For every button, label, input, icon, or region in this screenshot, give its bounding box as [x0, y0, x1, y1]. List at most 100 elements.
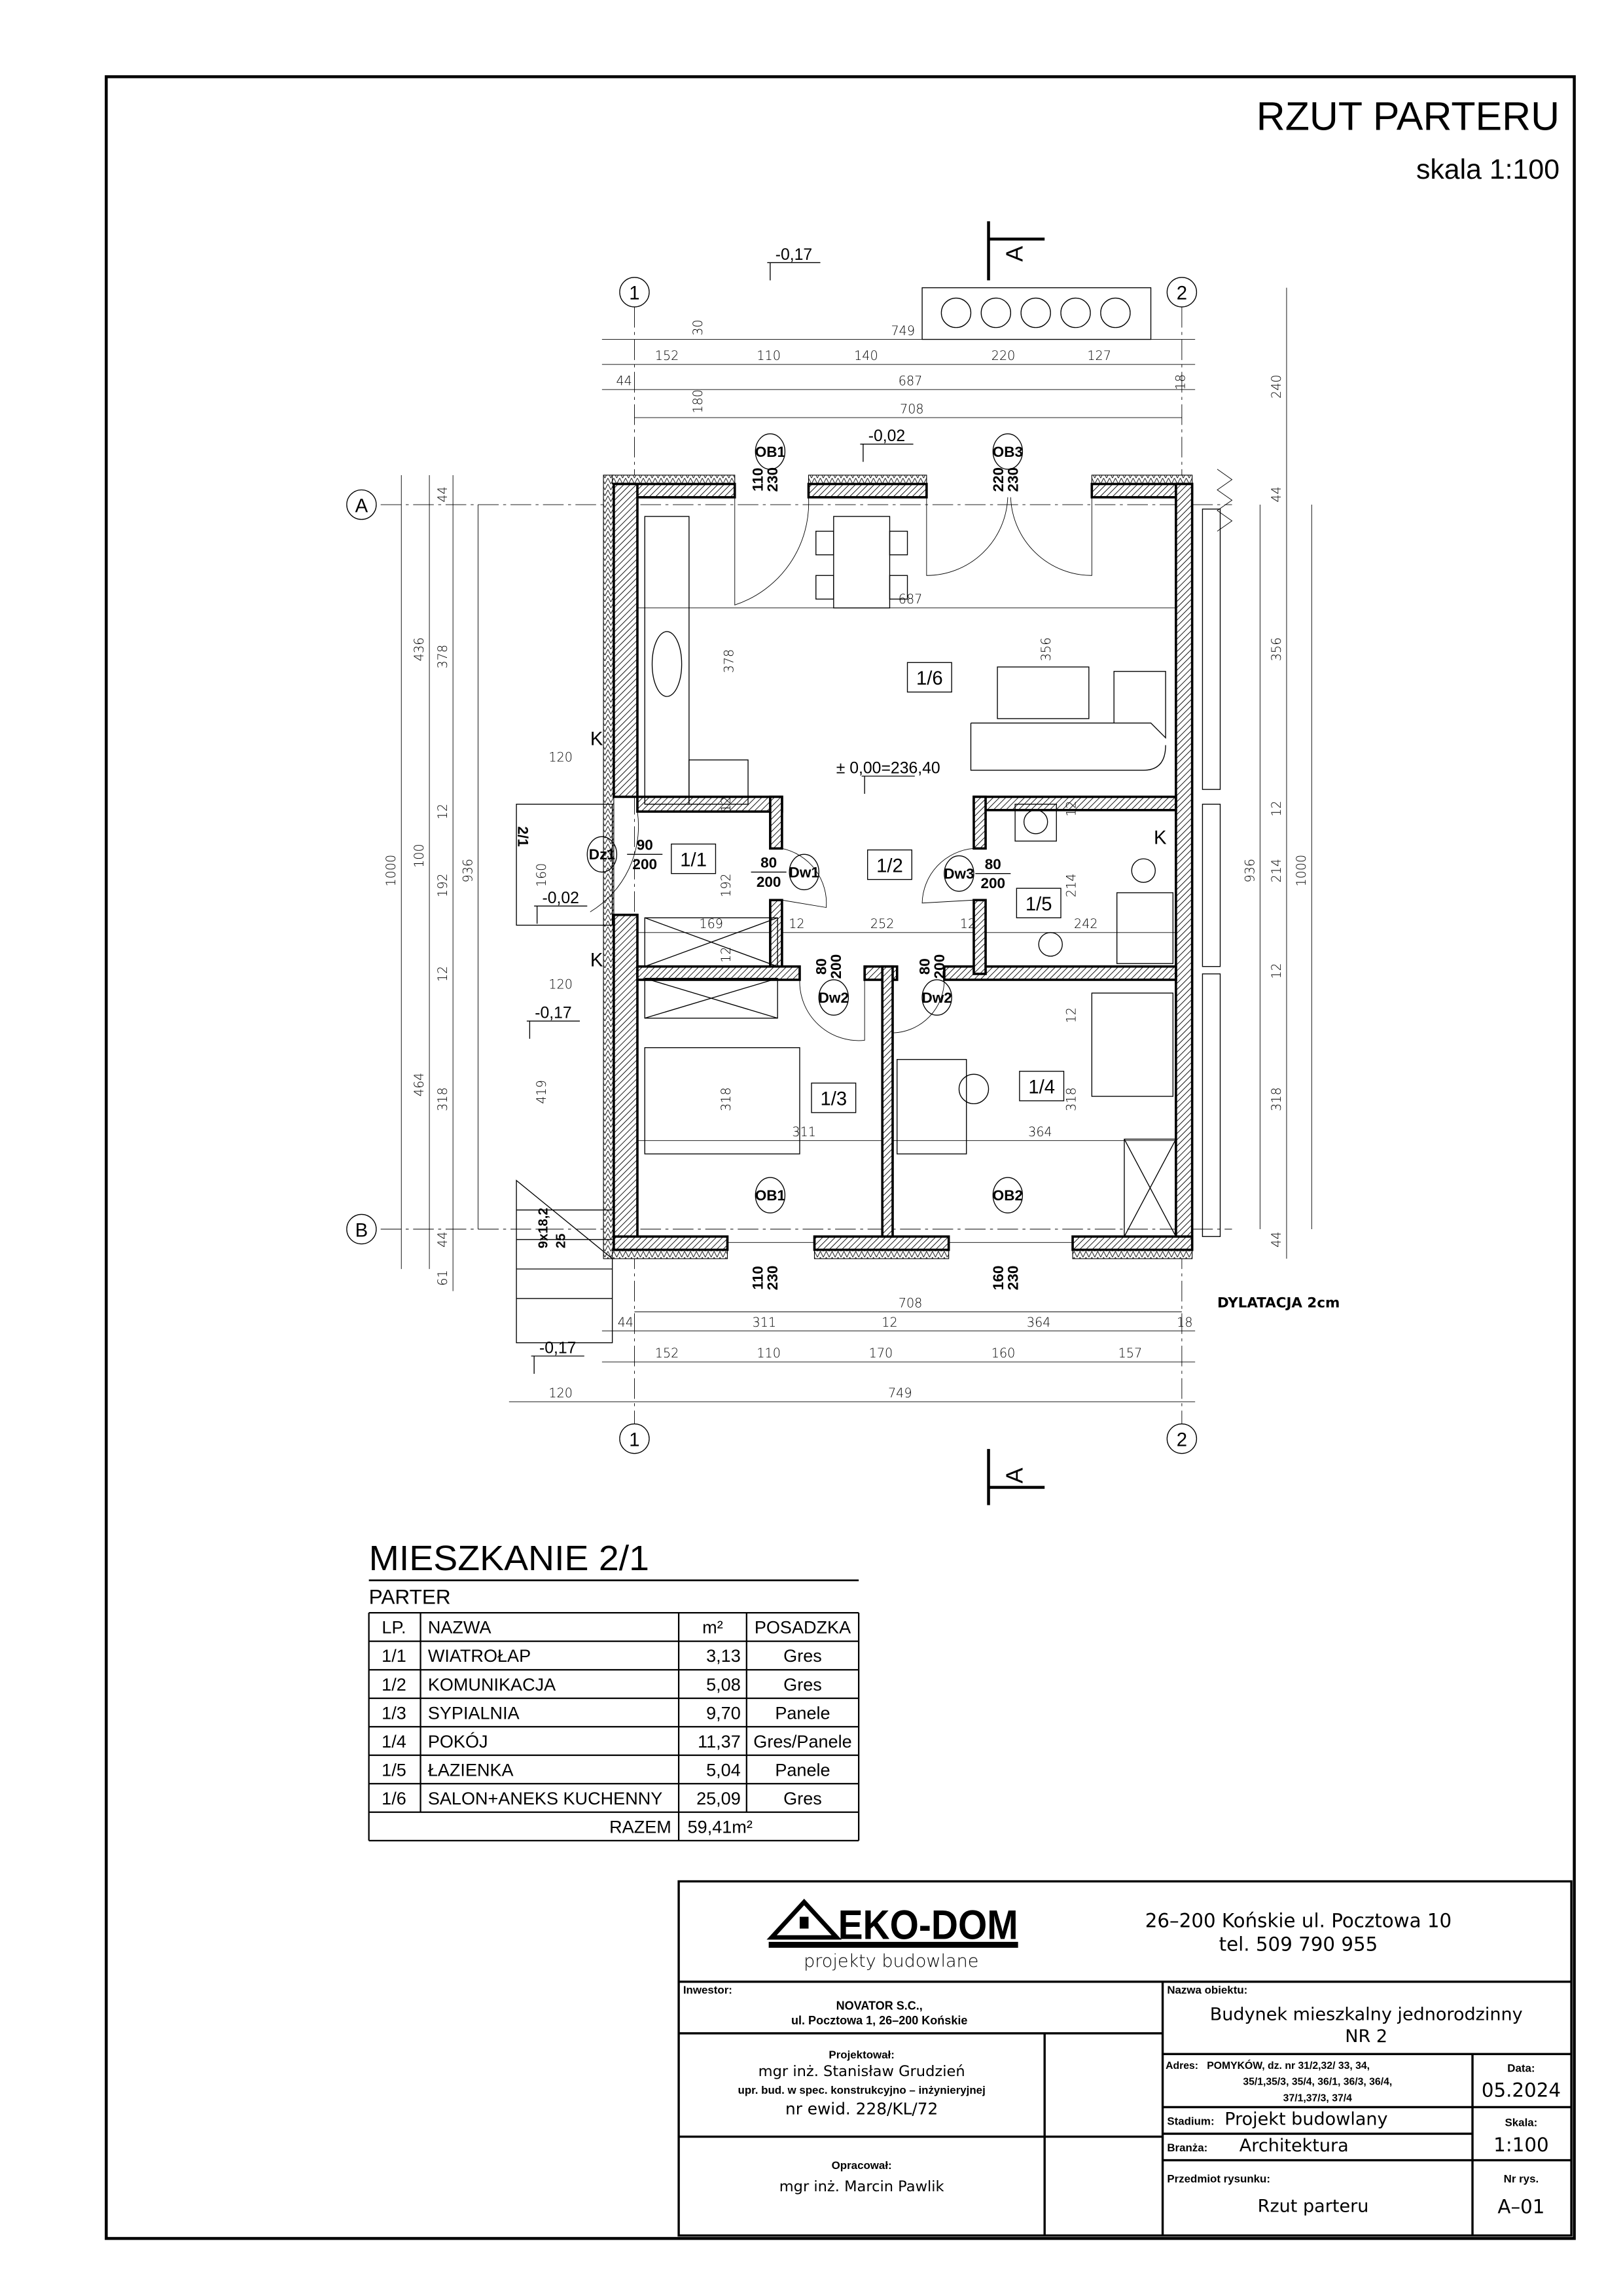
opening-code: Dw2	[921, 990, 952, 1006]
branch-value: Architektura	[1240, 2136, 1349, 2156]
dimension-label: 110	[757, 1346, 781, 1361]
site-address-line2: 35/1,35/3, 35/4, 36/1, 36/3, 36/4,	[1243, 2077, 1392, 2088]
opening-height: 200	[828, 954, 844, 979]
room-number: 1/4	[1028, 1077, 1055, 1098]
washbasin	[1038, 932, 1063, 957]
opening-height: 200	[757, 874, 781, 890]
table-cell: 5,04	[706, 1760, 741, 1780]
dimension-label: 44	[1269, 1232, 1284, 1247]
dimension-label: 311	[792, 1124, 816, 1139]
dimension-label: 12	[1269, 963, 1284, 978]
total-value: 59,41m²	[688, 1817, 753, 1837]
dimension-label: 378	[435, 645, 450, 669]
dimension-label: 160	[534, 863, 549, 888]
dimension-label: 240	[1269, 374, 1284, 399]
dimension-label: 12	[435, 966, 450, 982]
opening-marker	[992, 433, 1024, 470]
room-number: 1/2	[876, 855, 903, 876]
date-label: Data:	[1507, 2062, 1535, 2074]
planter	[921, 287, 1152, 340]
subject-value: Rzut parteru	[1258, 2196, 1369, 2216]
opening-width: 80	[813, 958, 830, 975]
dimension-label: 12	[882, 1315, 897, 1330]
title-block: EKO-DOM projekty budowlane 26–200 Koński…	[677, 1880, 1573, 2237]
dimension-label: 120	[548, 1386, 573, 1401]
dimension-label: 120	[548, 977, 573, 992]
table-cell: KOMUNIKACJA	[428, 1675, 556, 1695]
object-name: Budynek mieszkalny jednorodzinny	[1210, 2004, 1523, 2024]
dimension-label: 18	[1173, 374, 1188, 390]
kitchen-sink	[651, 631, 683, 697]
opening-height: 230	[1005, 1266, 1022, 1291]
dimension-label: 44	[435, 486, 450, 502]
opening-marker	[789, 853, 819, 891]
opening-code: OB2	[993, 1187, 1023, 1204]
dimension-label: 12	[1269, 800, 1284, 816]
level-mark: -0,02	[534, 889, 588, 924]
dimension-label: 687	[899, 592, 923, 607]
opening-width: 110	[750, 1266, 766, 1289]
dimension-label: 140	[854, 348, 878, 363]
single-bed	[1091, 992, 1174, 1097]
dimension-label: 318	[1269, 1087, 1284, 1111]
table-cell: 1/6	[382, 1789, 406, 1808]
dimension-label: 12	[1064, 1007, 1079, 1023]
dimension-label: 749	[888, 1386, 912, 1401]
grid-label: 1	[629, 1429, 639, 1450]
dimension-label: 936	[460, 859, 475, 883]
dimension-label: 192	[435, 873, 450, 897]
opening-code: OB1	[755, 1187, 785, 1204]
table-cell: SALON+ANEKS KUCHENNY	[428, 1789, 662, 1808]
dimension-label: 157	[1118, 1346, 1143, 1361]
room-tag: 1/1	[671, 843, 717, 874]
grid-marker-1-bottom: 1	[619, 1423, 650, 1454]
grid-marker-a: A	[346, 489, 377, 520]
logo-subtitle: projekty budowlane	[804, 1951, 978, 1971]
dimension-label: 356	[1039, 637, 1054, 662]
table-cell: 1/1	[382, 1646, 406, 1666]
bed	[644, 1047, 800, 1155]
opening-marker	[992, 1177, 1024, 1213]
opening-height: 200	[632, 856, 657, 872]
level-marks: -0,17-0,02-0,02-0,17-0,17± 0,00=236,40	[526, 246, 940, 1374]
dimension-label: 242	[1074, 916, 1098, 931]
wardrobe	[1124, 1138, 1177, 1237]
level-value: -0,02	[868, 427, 905, 445]
opening-width: 160	[990, 1266, 1007, 1291]
table-cell: 25,09	[696, 1789, 741, 1808]
designer-name: mgr inż. Stanisław Grudzień	[758, 2063, 965, 2080]
dimension-label: 252	[870, 916, 895, 931]
stage-label: Stadium:	[1167, 2115, 1214, 2127]
dimension-label: 311	[753, 1315, 777, 1330]
scale-label: Skala:	[1505, 2117, 1538, 2129]
site-address-label: Adres:	[1166, 2060, 1198, 2072]
room-tag: 1/4	[1019, 1071, 1065, 1102]
object-number: NR 2	[1345, 2026, 1387, 2047]
dimension-label: 378	[722, 649, 737, 673]
dimension-label: 152	[655, 348, 679, 363]
room-tag: 1/3	[811, 1083, 857, 1113]
level-mark: -0,02	[860, 427, 914, 462]
table-cell: Gres/Panele	[753, 1732, 851, 1751]
opening-height: 230	[1005, 467, 1022, 492]
dimension-label: 220	[991, 348, 1016, 363]
section-marker-top: A	[987, 221, 1045, 281]
level-mark: -0,17	[767, 246, 821, 281]
entrance-stairs	[516, 1179, 613, 1344]
dining-table	[833, 516, 891, 609]
grid-marker-b: B	[346, 1213, 377, 1245]
dimension-label: 192	[719, 873, 734, 897]
site-address-line1: POMYKÓW, dz. nr 31/2,32/ 33, 34,	[1207, 2059, 1370, 2072]
dimension-label: 436	[412, 637, 427, 662]
entrance-landing	[516, 804, 613, 926]
dimension-label: 214	[1269, 859, 1284, 883]
